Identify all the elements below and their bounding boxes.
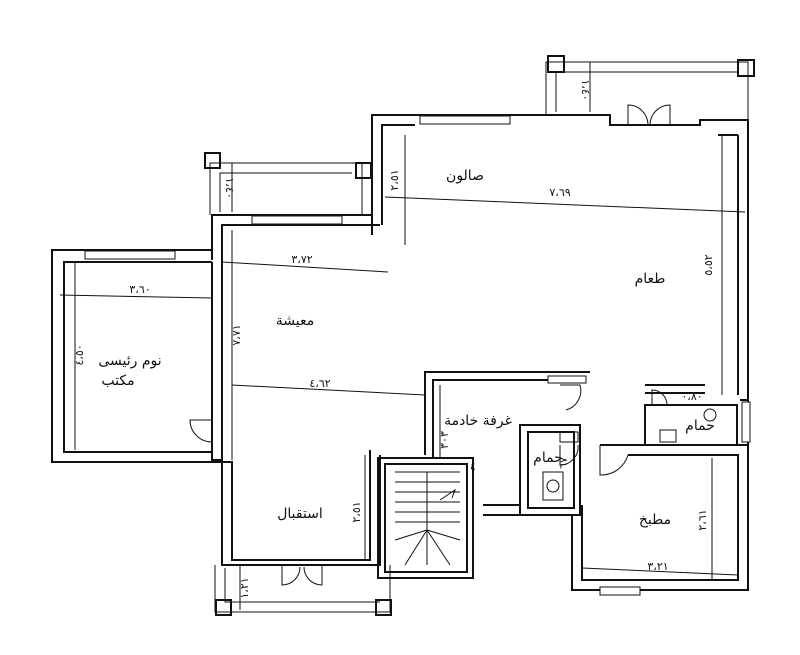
dim-kitchen-height: ٢،٦١ [696, 509, 709, 530]
sink-icon [659, 429, 677, 443]
room-label-office: مكتب [101, 373, 134, 389]
room-label-living: معيشة [276, 313, 314, 329]
wall-kitchen-inner [581, 454, 739, 581]
door-wc [651, 389, 668, 406]
wall-living-left-outer [211, 270, 222, 461]
balcony-post [375, 599, 392, 616]
dimension-lines [59, 62, 746, 610]
balcony-top [545, 61, 749, 120]
balcony-bottom-inner [224, 568, 380, 603]
balcony-post [215, 599, 232, 616]
dim-left-balcony: ١،٤٠ [223, 177, 236, 198]
wall-bottom-living-outer [221, 455, 381, 566]
dim-salon-height: ٢،٥١ [388, 169, 401, 190]
window-maid [547, 375, 587, 384]
stair-arrow-icon [439, 488, 457, 501]
dim-maid-height: ٣٠٣ [438, 431, 451, 449]
room-label-dining: طعام [635, 271, 666, 287]
balcony-post [204, 152, 221, 169]
dim-salon-width: ٧،٦٩ [549, 186, 570, 199]
room-label-master-bedroom: نوم رئيسى [98, 353, 161, 369]
door-bedroom [189, 419, 213, 443]
wall-maid-outer [424, 371, 590, 455]
stair-box-inner [384, 463, 468, 573]
wall-salon-outer [371, 114, 749, 401]
dim-top-balcony: ١،٤٠ [579, 79, 592, 100]
balcony-left-inner [219, 172, 352, 212]
door-bath [559, 444, 579, 466]
window-wc [741, 401, 751, 443]
sink-icon [559, 431, 579, 443]
door-maid [560, 384, 582, 411]
dim-reception-height: ٢،٥١ [350, 501, 363, 522]
room-label-kitchen: مطبخ [639, 512, 671, 528]
window-kitchen [599, 586, 641, 596]
wall-living-outer [211, 214, 372, 260]
door-kitchen [599, 445, 629, 476]
balcony-post [355, 162, 372, 179]
wall-bedroom-outer [51, 249, 222, 463]
balcony-left [209, 162, 363, 215]
dim-bottom-balcony: ١،٢١ [238, 577, 251, 598]
dim-small: ٦٧ [557, 457, 570, 469]
room-label-reception: استقبال [277, 506, 323, 522]
door-balcony-bottom [281, 565, 301, 586]
balcony-bottom [214, 565, 391, 613]
window-bedroom [84, 250, 176, 260]
bath-block-inner [527, 431, 575, 509]
dim-dining-height: ٥،٥٢ [702, 254, 715, 275]
stair-box [377, 457, 474, 579]
dim-bedroom-height: ٤،٥٠ [73, 344, 86, 365]
windows [84, 115, 751, 596]
dim-bath: ١٤ [464, 460, 476, 473]
walls [51, 114, 749, 591]
toilet-icon [703, 408, 717, 422]
room-label-bath2: حمام [685, 418, 715, 434]
wall-salon-inner [381, 124, 415, 225]
wall-maid-inner [432, 379, 550, 458]
dim-living-width: ٣،٧٢ [291, 253, 312, 266]
door-salon-balcony [649, 104, 671, 126]
wall-living-inner [221, 224, 380, 555]
dim-living-height: ٧،٧١ [230, 324, 243, 345]
room-label-maid-room: غرفة خادمة [444, 413, 512, 429]
window-living [251, 215, 343, 225]
wc-room [644, 404, 738, 446]
wall-bottom-living [222, 450, 371, 561]
balcony-post [737, 59, 755, 77]
dim-kitchen-width: ٣،٢١ [647, 560, 668, 573]
room-label-bath: حمام [533, 450, 563, 466]
stairs [394, 471, 461, 566]
balconies [204, 55, 755, 616]
dim-living-lower-width: ٤،٦٢ [309, 377, 330, 390]
balcony-post [547, 55, 565, 73]
doors [189, 104, 671, 586]
door-salon-balcony [627, 104, 649, 126]
dim-bedroom-width: ٣،٦٠ [129, 283, 150, 296]
dim-wc: ٠،٨٠ [681, 390, 702, 403]
fixtures [542, 408, 717, 501]
room-label-salon: صالون [446, 168, 484, 184]
door-balcony-bottom [303, 565, 323, 586]
toilet-icon [542, 471, 564, 501]
window-salon [419, 115, 511, 125]
wall-bedroom-inner [63, 261, 212, 453]
